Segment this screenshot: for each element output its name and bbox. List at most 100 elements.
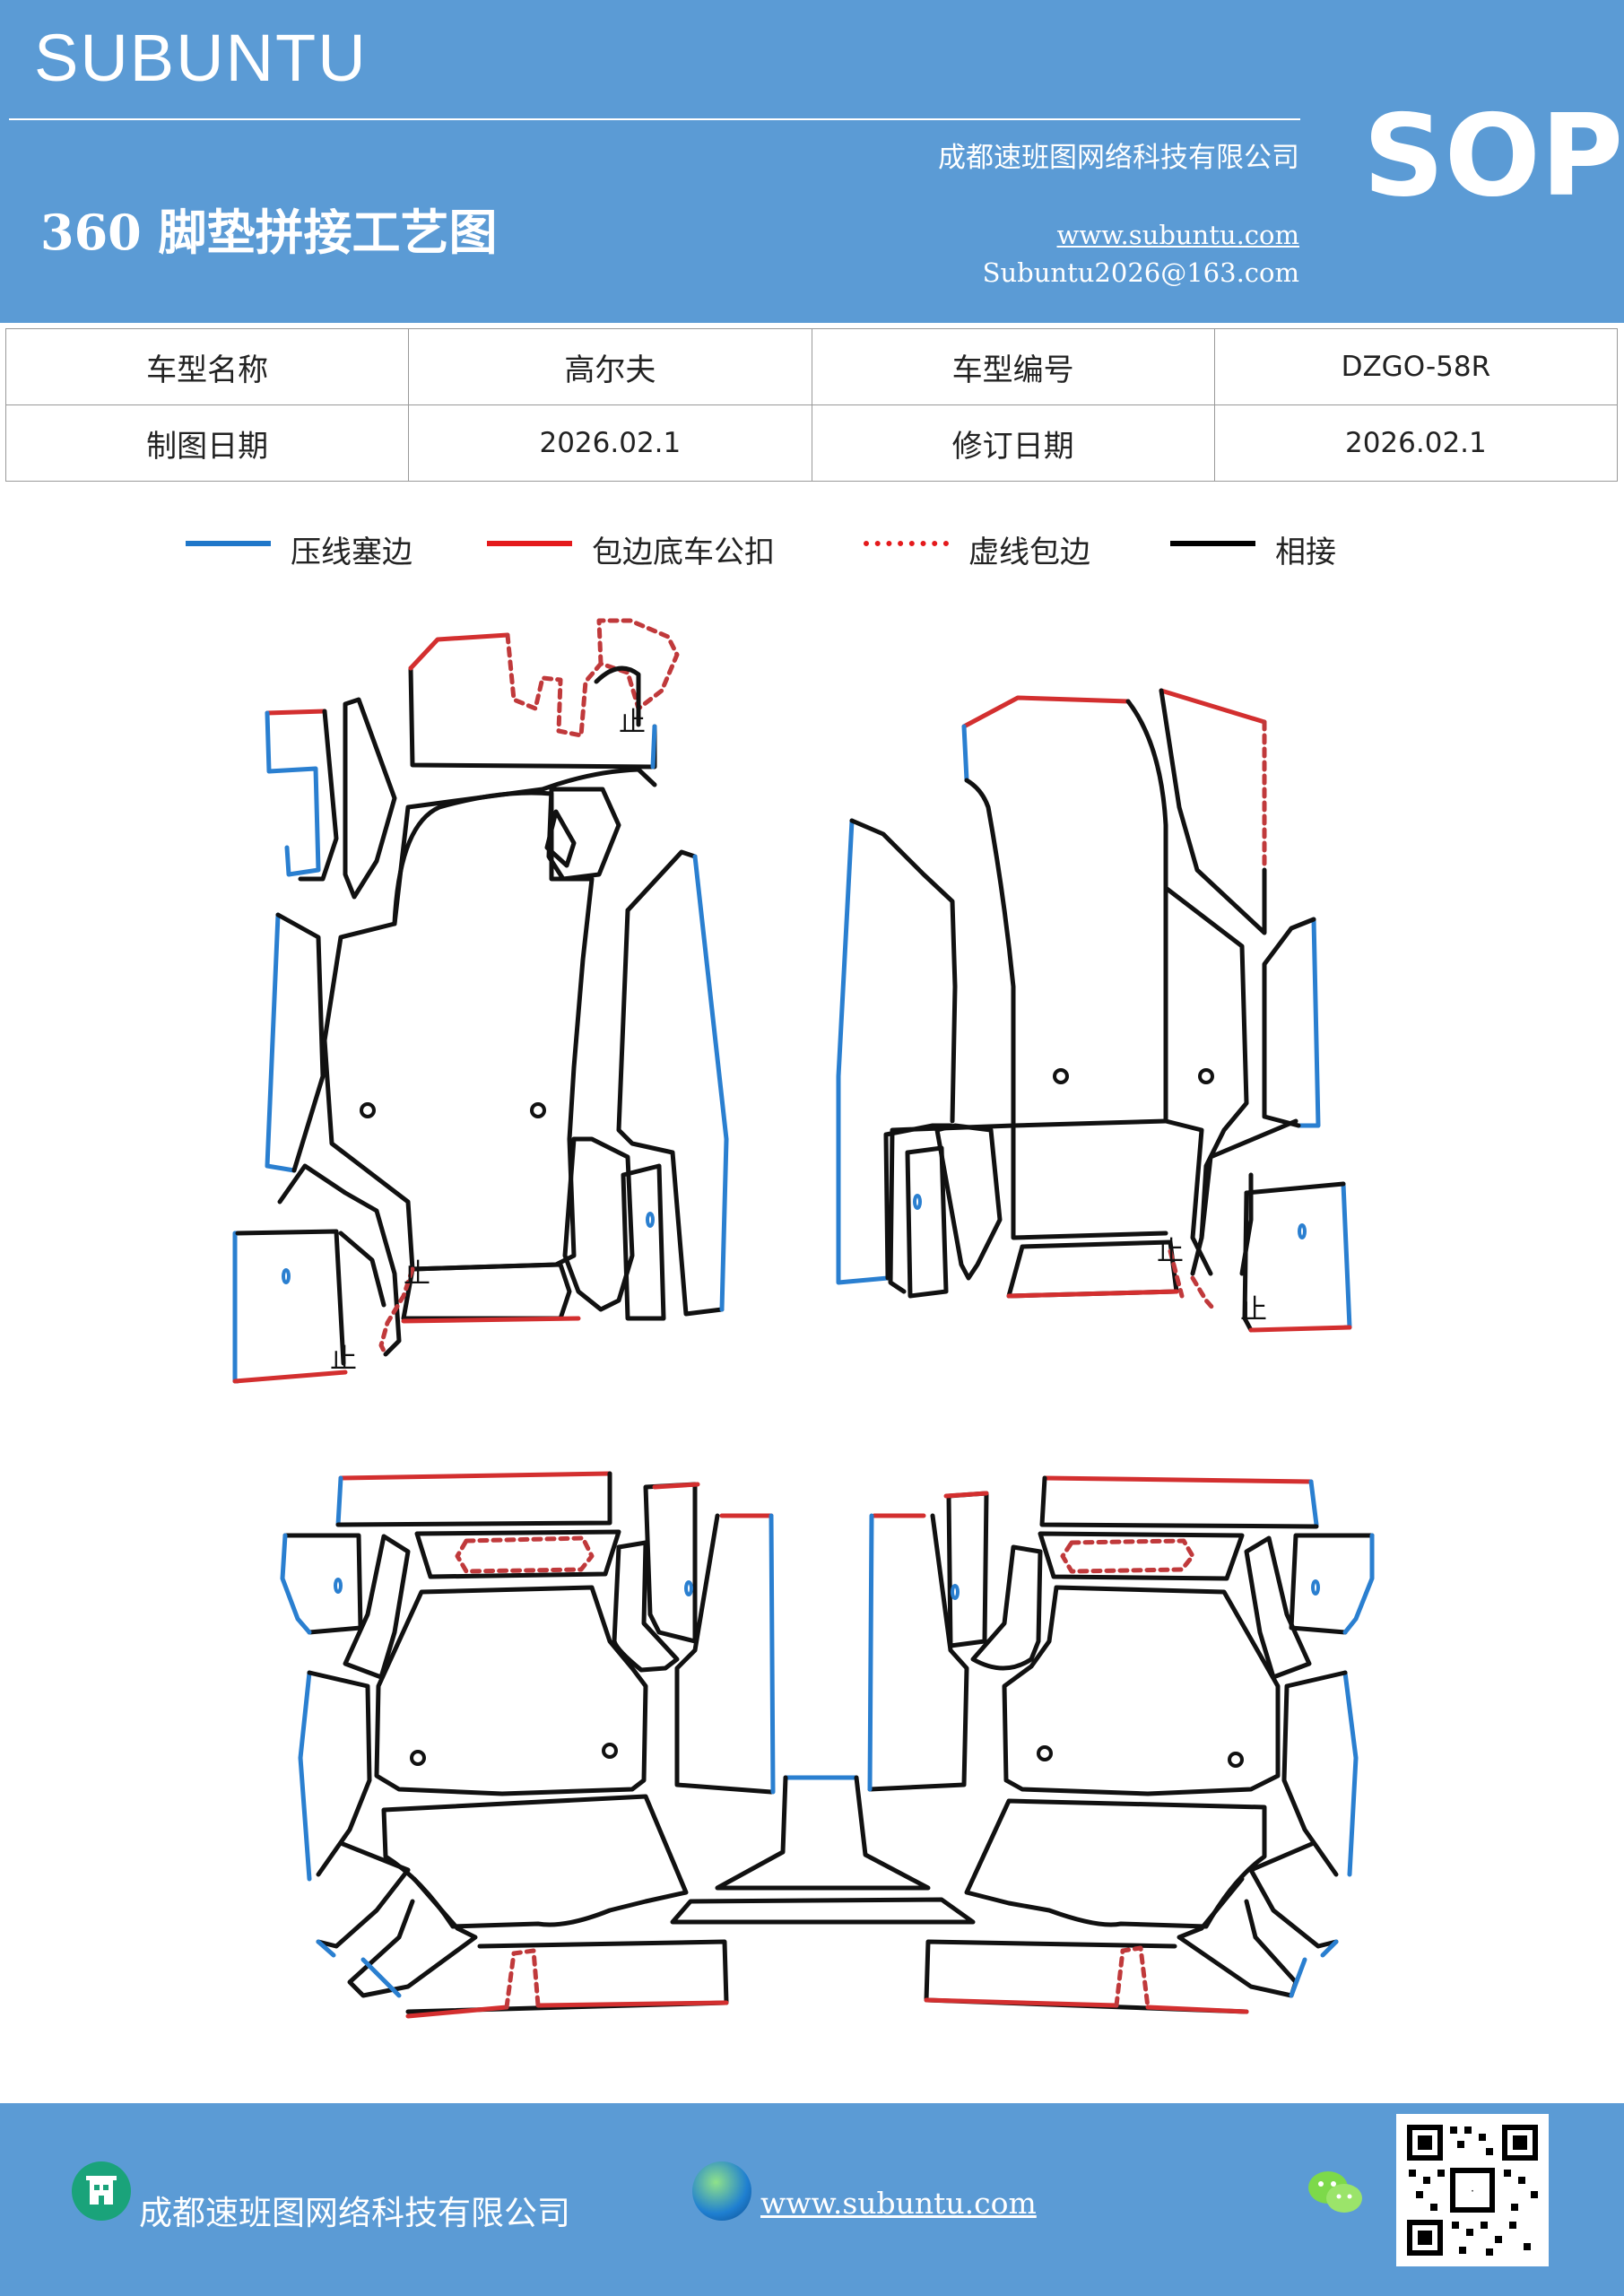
mat-edge-blue xyxy=(232,1231,240,1384)
mat-piece xyxy=(1242,1190,1254,1333)
footer-company-name: 成都速班图网络科技有限公司 xyxy=(139,2194,570,2232)
mat-edge-blue xyxy=(265,710,321,877)
value-model-name: 高尔夫 xyxy=(408,328,812,405)
mat-piece xyxy=(1038,1531,1245,1581)
svg-text:·: · xyxy=(1471,2185,1474,2197)
label-revision-date: 修订日期 xyxy=(811,404,1215,482)
mat-clip-mark xyxy=(1311,1579,1320,1596)
mat-clip-mark xyxy=(334,1578,343,1594)
header-divider xyxy=(9,118,1300,120)
sop-badge: SOP xyxy=(1363,90,1624,222)
footer-website-link[interactable]: www.subuntu.com xyxy=(760,2186,1037,2221)
stop-marker: 止 xyxy=(619,707,646,738)
mat-piece xyxy=(1006,1239,1179,1299)
mat-edge-dash xyxy=(1060,1538,1195,1574)
mat-clip-mark xyxy=(1298,1223,1307,1239)
mat-group-front-left xyxy=(232,618,729,1384)
mat-piece xyxy=(235,1229,346,1366)
mat-piece xyxy=(1011,1123,1168,1240)
mat-edge-blue xyxy=(360,1957,402,1998)
mat-edge-red xyxy=(1042,1475,1314,1484)
legend-swatch-blue-solid xyxy=(186,541,271,546)
mat-edge-red xyxy=(265,709,327,716)
mat-piece xyxy=(867,1513,969,1792)
mat-piece xyxy=(1163,885,1249,1240)
mat-edge-blue xyxy=(280,1533,312,1635)
mat-edge-blue xyxy=(335,1475,343,1527)
mat-edge-dash xyxy=(378,1266,415,1357)
mat-piece xyxy=(905,1145,949,1299)
mat-clip-mark xyxy=(282,1268,291,1284)
mat-edge-red xyxy=(338,1471,612,1481)
mat-edge-blue xyxy=(298,1670,312,1882)
header-website-link[interactable]: www.subuntu.com xyxy=(1056,220,1299,250)
label-model-name: 车型名称 xyxy=(4,328,410,405)
mat-piece xyxy=(674,1513,774,1795)
stop-marker: 止 xyxy=(1240,1294,1267,1326)
mat-edge-dash xyxy=(455,1535,595,1574)
mat-edge-red xyxy=(232,1370,348,1384)
mat-piece xyxy=(401,1262,572,1321)
stop-marker: 止 xyxy=(404,1258,430,1290)
mat-hole xyxy=(360,1102,376,1118)
mat-piece xyxy=(594,665,641,727)
mat-piece xyxy=(392,767,657,926)
stop-marker: 止 xyxy=(330,1344,357,1375)
mat-clip-mark xyxy=(913,1194,922,1210)
mat-piece xyxy=(544,809,577,868)
legend-swatch-red-dotted xyxy=(864,541,949,546)
mat-hole xyxy=(530,1102,546,1118)
mat-piece xyxy=(381,1794,689,1929)
mat-edge-red xyxy=(401,1316,581,1324)
mat-piece xyxy=(643,1482,698,1644)
mat-edge-blue xyxy=(1341,1181,1352,1330)
qr-code[interactable]: · xyxy=(1396,2114,1549,2266)
mat-clip-mark xyxy=(951,1584,960,1600)
mat-piece xyxy=(612,1540,680,1673)
mat-edge-red xyxy=(405,2000,729,2019)
mat-edge-blue xyxy=(769,1513,776,1795)
floor-mat-diagram: 止 止 止 止 止 xyxy=(232,618,1375,2019)
label-draw-date: 制图日期 xyxy=(4,404,410,482)
mat-piece xyxy=(546,787,621,882)
mat-piece xyxy=(888,778,1016,1294)
mat-piece xyxy=(970,1544,1043,1671)
mat-piece xyxy=(1177,1876,1298,1998)
mat-edge-dash xyxy=(1168,1248,1185,1299)
mat-clip-mark xyxy=(646,1212,655,1228)
mat-edge-dash xyxy=(1190,1275,1215,1310)
mat-piece xyxy=(1262,917,1316,1128)
table-row: 制图日期 2026.02.1 修订日期 2026.02.1 xyxy=(4,404,1619,482)
header-company-name: 成都速班图网络科技有限公司 xyxy=(938,142,1299,174)
legend-swatch-red-solid xyxy=(487,541,572,546)
legend-label: 包边底车公扣 xyxy=(592,535,775,570)
mat-piece xyxy=(562,1136,635,1312)
value-revision-date: 2026.02.1 xyxy=(1213,404,1619,482)
mat-piece xyxy=(282,1533,363,1635)
mat-piece xyxy=(670,1897,976,1925)
mat-piece xyxy=(625,849,698,913)
mat-piece xyxy=(1244,1535,1312,1680)
mat-piece xyxy=(964,1798,1267,1929)
mat-group-front-right xyxy=(836,688,1352,1333)
table-row: 车型名称 高尔夫 车型编号 DZGO-58R xyxy=(4,328,1619,405)
mat-edge-dash xyxy=(504,1948,541,2010)
mat-group-center-tunnel xyxy=(670,1775,976,1925)
header-email[interactable]: Subuntu2026@163.com xyxy=(982,257,1299,288)
legend-label: 相接 xyxy=(1275,535,1336,570)
mat-piece xyxy=(1190,1118,1298,1276)
mat-edge-blue xyxy=(1296,917,1321,1128)
mat-piece xyxy=(946,1491,989,1648)
mat-piece xyxy=(347,1876,478,1998)
mat-piece xyxy=(298,709,339,882)
globe-icon xyxy=(692,2161,751,2221)
header-banner: SUBUNTU 成都速班图网络科技有限公司 360 脚垫拼接工艺图 www.su… xyxy=(0,0,1624,323)
mat-edge-red xyxy=(943,1491,989,1499)
legend: 压线塞边 包边底车公扣 虚线包边 相接 xyxy=(0,527,1624,572)
mat-edge-blue xyxy=(867,1513,874,1792)
vehicle-info-table: 车型名称 高尔夫 车型编号 DZGO-58R 制图日期 2026.02.1 修订… xyxy=(4,328,1619,482)
mat-edge-red xyxy=(961,695,1131,729)
mat-edge-blue xyxy=(316,1939,336,1958)
mat-piece xyxy=(849,818,958,1124)
wechat-icon[interactable] xyxy=(1305,2166,1368,2220)
